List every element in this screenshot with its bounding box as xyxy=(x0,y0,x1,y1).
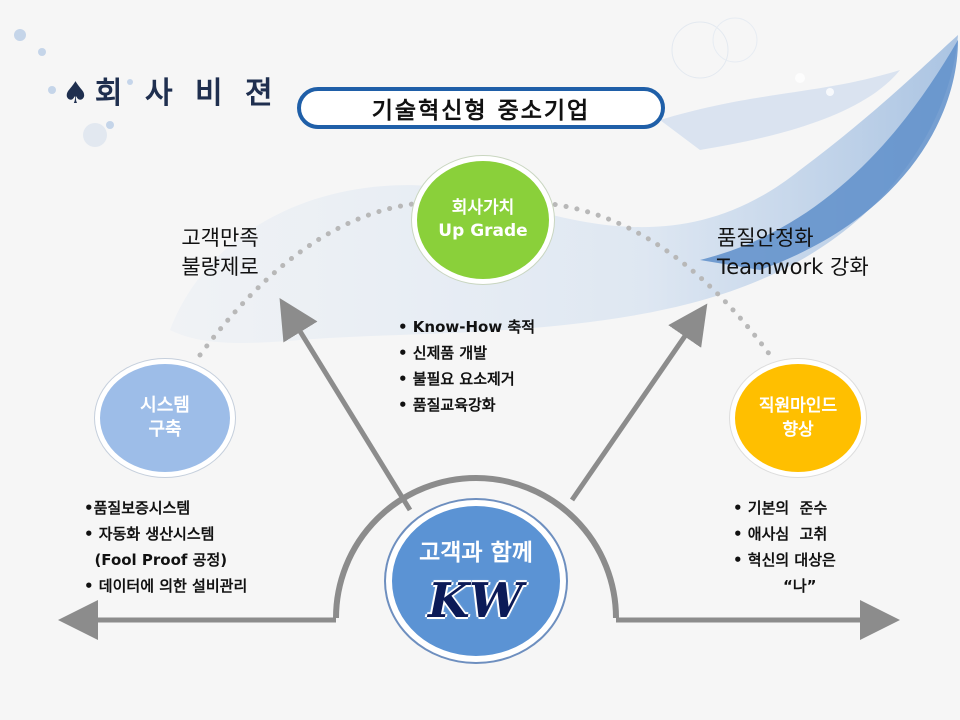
decorative-petals xyxy=(14,17,834,147)
system-line2: 구축 xyxy=(148,419,182,440)
background-wave-edge xyxy=(700,40,958,270)
mind-line1: 직원마인드 xyxy=(758,396,838,416)
list-item: (Fool Proof 공정) xyxy=(84,551,228,569)
left-diagonal-arrow xyxy=(279,297,413,512)
left-goal-line2: 불량제로 xyxy=(181,255,259,279)
mind-circle: 직원마인드 향상 xyxy=(730,359,866,477)
center-circle: 고객과 함께 KW xyxy=(386,500,566,662)
list-item: • 혁신의 대상은 xyxy=(733,551,836,569)
list-item: • 신제품 개발 xyxy=(398,344,488,362)
right-goal-line1: 품질안정화 xyxy=(717,226,814,250)
banner-text: 기술혁신형 중소기업 xyxy=(371,98,591,124)
company-value-circle: 회사가치 Up Grade xyxy=(412,156,554,284)
center-line1: 고객과 함께 xyxy=(419,540,533,566)
page-heading: ♠회 사 비 젼 xyxy=(62,68,279,112)
heading-text: 회 사 비 젼 xyxy=(94,76,279,111)
list-item: • Know-How 축적 xyxy=(398,318,536,336)
list-item: •품질보증시스템 xyxy=(84,499,191,517)
system-list: •품질보증시스템 • 자동화 생산시스템 (Fool Proof 공정) • 데… xyxy=(84,495,247,599)
right-goal-label: 품질안정화 Teamwork 강화 xyxy=(717,224,869,282)
company-value-line1: 회사가치 xyxy=(451,198,515,218)
center-arch xyxy=(333,475,619,619)
kw-logo: KW xyxy=(428,573,524,629)
right-diagonal-arrow xyxy=(569,303,708,502)
vision-banner: 기술혁신형 중소기업 xyxy=(297,87,665,129)
spade-icon: ♠ xyxy=(62,76,89,111)
list-item: • 불필요 요소제거 xyxy=(398,370,515,388)
company-value-line2: Up Grade xyxy=(438,221,528,241)
list-item: • 애사심 고취 xyxy=(733,525,828,543)
list-item: • 데이터에 의한 설비관리 xyxy=(84,577,248,595)
left-goal-line1: 고객만족 xyxy=(181,226,259,250)
list-item: • 품질교육강화 xyxy=(398,396,496,414)
system-circle: 시스템 구축 xyxy=(95,359,235,477)
list-item: • 자동화 생산시스템 xyxy=(84,525,215,543)
list-item: “나” xyxy=(783,577,817,595)
right-goal-line2: Teamwork 강화 xyxy=(717,255,869,279)
company-value-list: • Know-How 축적 • 신제품 개발 • 불필요 요소제거 • 품질교육… xyxy=(398,314,535,418)
system-line1: 시스템 xyxy=(140,395,190,416)
mind-list: • 기본의 준수 • 애사심 고취 • 혁신의 대상은 “나” xyxy=(733,495,836,599)
list-item: • 기본의 준수 xyxy=(733,499,828,517)
background-wave-top xyxy=(660,70,900,150)
left-goal-label: 고객만족 불량제로 xyxy=(140,224,300,282)
mind-line2: 향상 xyxy=(782,420,814,440)
